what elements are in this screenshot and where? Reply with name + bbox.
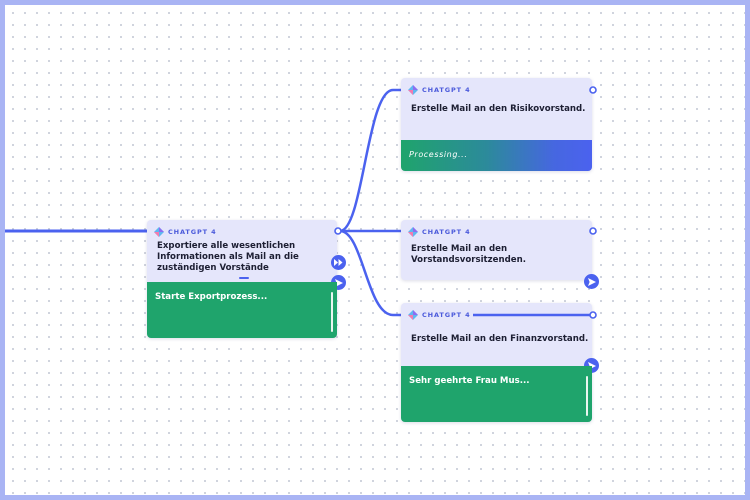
output-scrollbar[interactable] — [586, 376, 588, 416]
node-output: Sehr geehrte Frau Mus... — [401, 366, 592, 422]
node-export[interactable]: CHATGPT 4 Exportiere alle wesentlichen I… — [147, 220, 346, 338]
gem-icon — [408, 227, 418, 237]
text-cursor — [239, 277, 249, 279]
send-icon[interactable] — [584, 274, 599, 289]
node-finance[interactable]: CHATGPT 4 Erstelle Mail an den Finanzvor… — [401, 303, 599, 422]
model-label: CHATGPT 4 — [422, 228, 471, 236]
port-finance-out — [589, 311, 597, 319]
output-scrollbar[interactable] — [331, 292, 333, 332]
node-header: CHATGPT 4 — [154, 226, 217, 238]
port-chair-out — [589, 227, 597, 235]
flow-canvas[interactable]: CHATGPT 4 Exportiere alle wesentlichen I… — [5, 5, 745, 495]
connection-ports — [334, 86, 597, 319]
model-label: CHATGPT 4 — [168, 228, 217, 236]
fast-forward-icon[interactable] — [331, 255, 346, 270]
output-text: Starte Exportprozess... — [155, 292, 268, 302]
port-export-out — [334, 227, 342, 235]
node-header: CHATGPT 4 — [408, 226, 471, 238]
model-label: CHATGPT 4 — [422, 311, 471, 319]
output-text: Sehr geehrte Frau Mus... — [409, 376, 530, 386]
gem-icon — [408, 85, 418, 95]
node-prompt[interactable]: Exportiere alle wesentlichen Information… — [157, 241, 299, 273]
node-prompt[interactable]: Erstelle Mail an den Risikovorstand. — [411, 104, 586, 114]
node-prompt[interactable]: Erstelle Mail an den Vorstandsvorsitzend… — [411, 244, 526, 265]
node-output: Processing... — [401, 140, 592, 171]
gem-icon — [154, 227, 164, 237]
node-output: Starte Exportprozess... — [147, 282, 337, 338]
wire-to-risk — [339, 88, 593, 233]
node-chair[interactable]: CHATGPT 4 Erstelle Mail an den Vorstands… — [401, 220, 599, 289]
wire-to-finance — [339, 229, 473, 317]
node-header: CHATGPT 4 — [408, 84, 471, 96]
port-risk-out — [589, 86, 597, 94]
node-risk[interactable]: CHATGPT 4 Erstelle Mail an den Risikovor… — [401, 78, 592, 171]
node-header: CHATGPT 4 — [408, 309, 471, 321]
output-status: Processing... — [409, 150, 468, 159]
gem-icon — [408, 310, 418, 320]
node-prompt[interactable]: Erstelle Mail an den Finanzvorstand. — [411, 334, 589, 344]
model-label: CHATGPT 4 — [422, 86, 471, 94]
